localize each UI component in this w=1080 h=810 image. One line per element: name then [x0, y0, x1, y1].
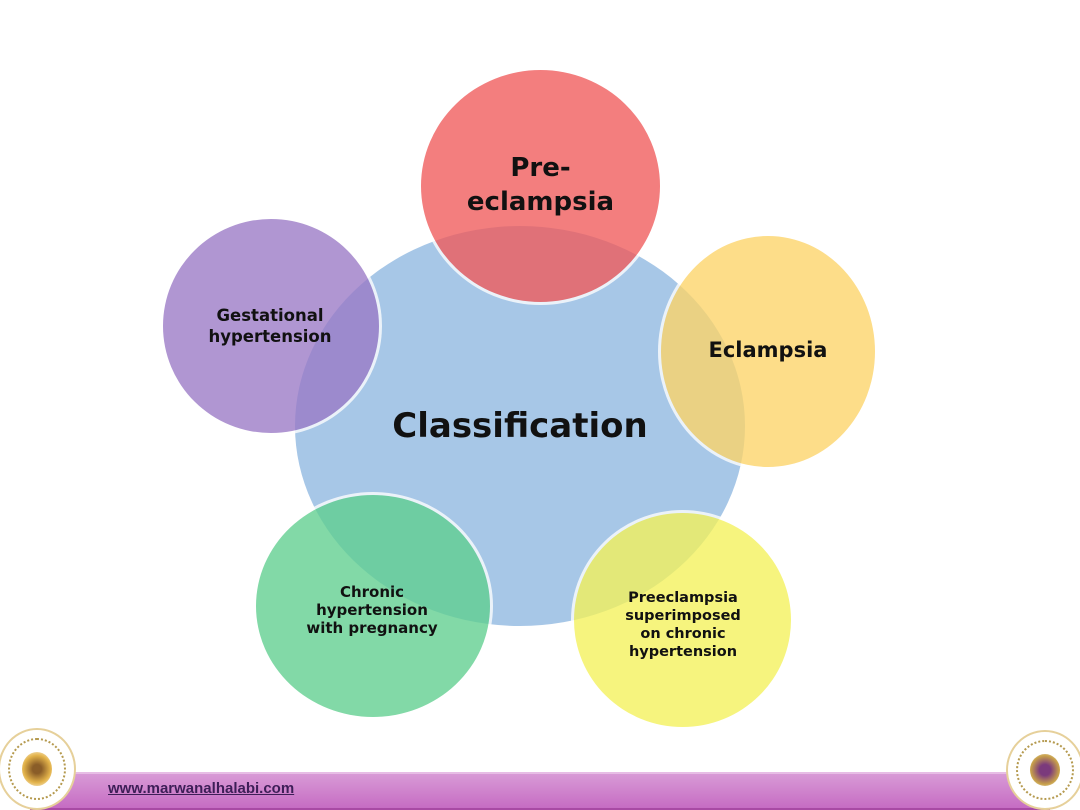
gestational-hypertension-circle	[160, 216, 382, 436]
faculty-seal-icon	[1006, 730, 1080, 810]
website-link[interactable]: www.marwanalhalabi.com	[108, 780, 295, 797]
university-seal-icon	[0, 728, 76, 810]
superimposed-preeclampsia-circle	[571, 510, 794, 730]
footer-bar	[30, 772, 1050, 810]
preeclampsia-circle	[418, 67, 663, 305]
eclampsia-circle	[658, 233, 878, 470]
chronic-hypertension-circle	[253, 492, 493, 720]
